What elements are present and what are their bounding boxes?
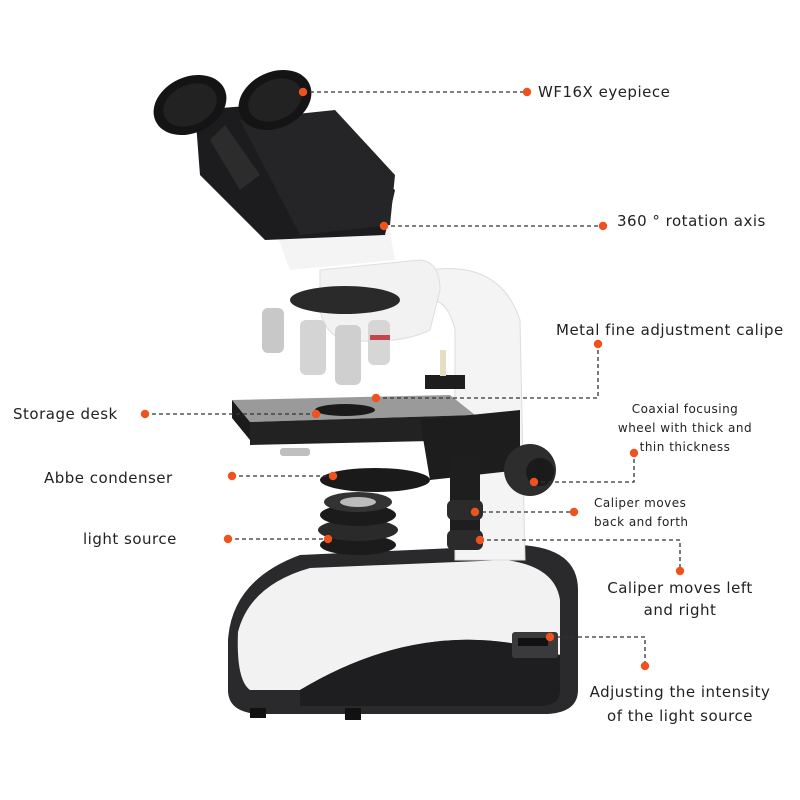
dot-leftright-target [475, 535, 485, 545]
label-coaxial-line3: thin thickness [639, 440, 731, 454]
dot-storage-target [311, 409, 321, 419]
dot-intensity-target [545, 632, 555, 642]
dot-rotation-label [598, 221, 608, 231]
dot-eyepiece-label [522, 87, 532, 97]
dot-intensity-label [640, 661, 650, 671]
label-storage-desk: Storage desk [13, 405, 118, 423]
dot-coaxial-target [529, 477, 539, 487]
dot-fine-label [593, 339, 603, 349]
label-coaxial-line2: wheel with thick and [617, 421, 753, 435]
label-light-source: light source [83, 530, 177, 548]
dot-light-target [323, 534, 333, 544]
label-intensity-line1: Adjusting the intensity [589, 683, 771, 701]
dot-abbe-label [227, 471, 237, 481]
label-light-intensity: Adjusting the intensity of the light sou… [580, 680, 780, 728]
label-fine-adjustment: Metal fine adjustment calipe [556, 321, 784, 339]
dot-abbe-target [328, 471, 338, 481]
dot-storage-label [140, 409, 150, 419]
label-caliper-back-forth: Caliper moves back and forth [594, 494, 689, 532]
dot-fine-target [371, 393, 381, 403]
label-caliper-left-right: Caliper moves left and right [595, 577, 765, 621]
label-rotation-axis: 360 ° rotation axis [617, 212, 766, 230]
label-abbe-condenser: Abbe condenser [44, 469, 173, 487]
label-eyepiece: WF16X eyepiece [538, 83, 671, 101]
label-coaxial-line1: Coaxial focusing [631, 402, 739, 416]
dot-coaxial-label [629, 448, 639, 458]
dot-backforth-label [569, 507, 579, 517]
dot-light-label [223, 534, 233, 544]
dot-rotation-target [379, 221, 389, 231]
label-leftright-line1: Caliper moves left [607, 579, 753, 597]
label-backforth-line1: Caliper moves [594, 496, 687, 510]
dot-backforth-target [470, 507, 480, 517]
label-coaxial-focusing: Coaxial focusing wheel with thick and th… [600, 400, 770, 457]
dot-eyepiece-target [298, 87, 308, 97]
label-backforth-line2: back and forth [594, 515, 689, 529]
label-intensity-line2: of the light source [607, 707, 753, 725]
label-leftright-line2: and right [643, 601, 717, 619]
dot-leftright-label [675, 566, 685, 576]
